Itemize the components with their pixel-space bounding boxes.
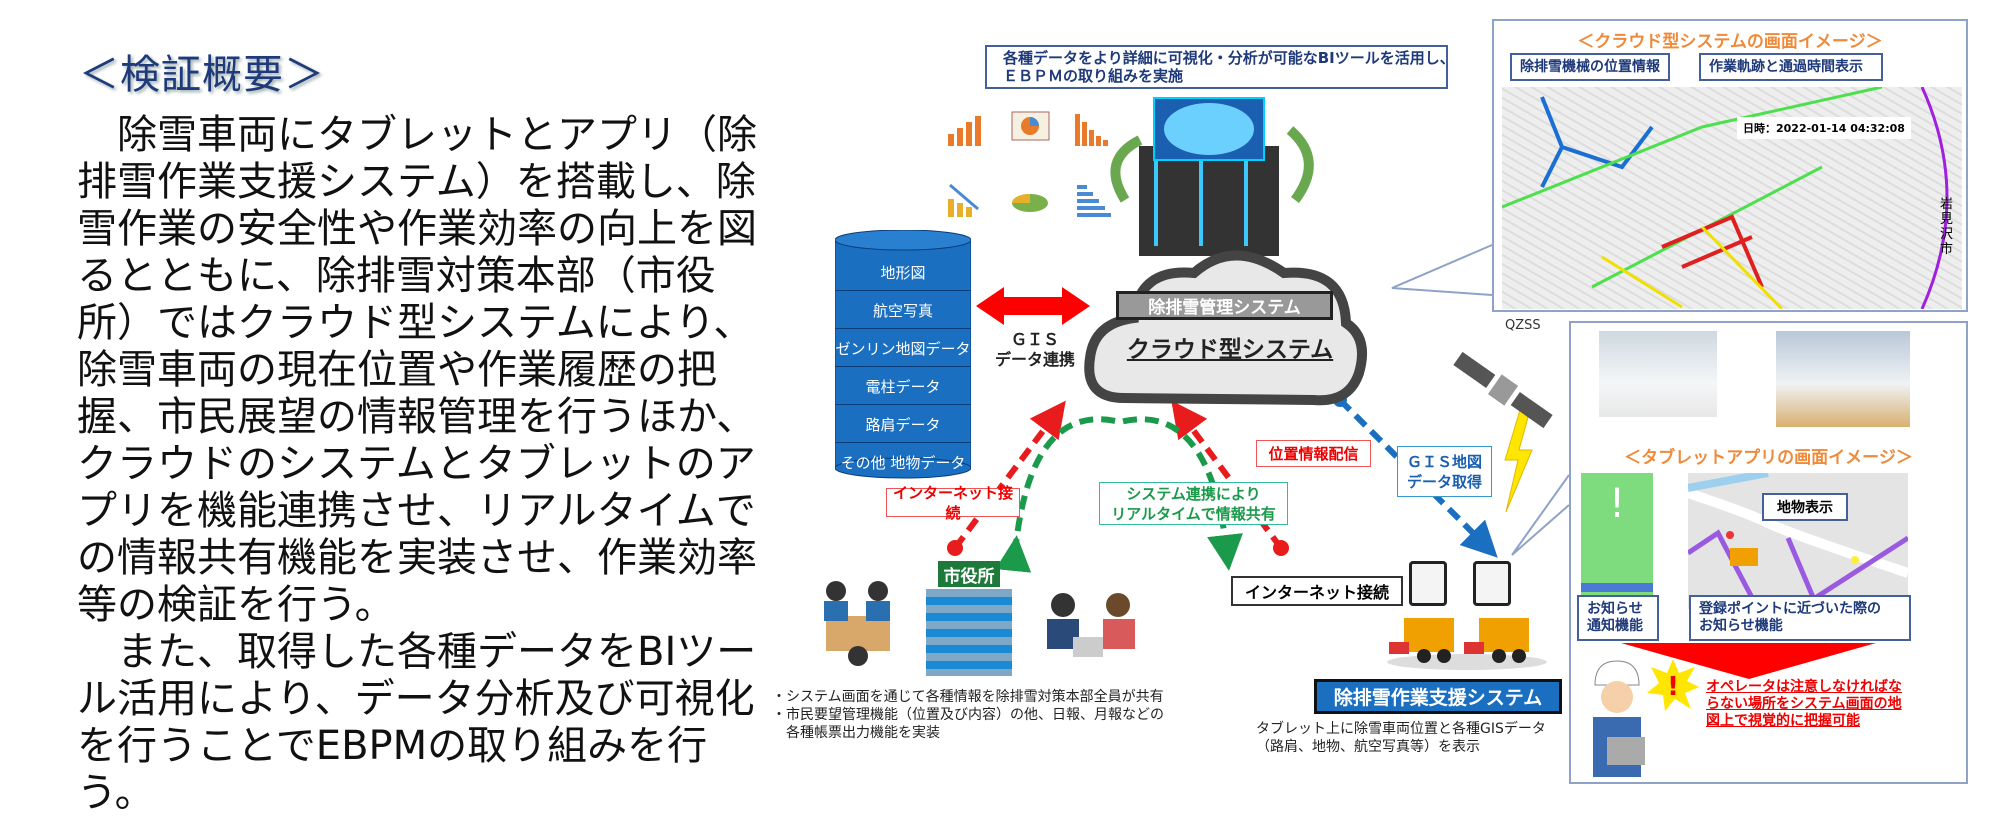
internet-connection-label-left: インターネット接続 [886, 484, 1020, 522]
cloud-icon [1084, 250, 1367, 406]
timestamp: 日時：2022-01-14 04:32:08 [1737, 117, 1911, 139]
operator-note: オペレータは注意しなければならない場所をシステム画面の地図上で視覚的に把握可能 [1706, 679, 1902, 729]
route-lines [1502, 87, 1949, 309]
road-lines [1688, 473, 1908, 609]
city-hall-notes: ・システム画面を通じて各種情報を除排雪対策本部全員が共有 ・市民要望管理機能（位… [772, 689, 1164, 741]
internet-connection-label-right: インターネット接続 [1231, 576, 1403, 606]
position-info-label: 除排雪機械の位置情報 [1510, 53, 1670, 81]
cloud-map: 日時：2022-01-14 04:32:08 岩見沢市 [1502, 87, 1962, 309]
trend-down-icon [948, 183, 979, 217]
operator-worker-icon [1593, 660, 1645, 777]
feature-display-label: 地物表示 [1762, 493, 1848, 521]
snowplow-trucks-icon [1387, 618, 1547, 670]
summary-title: ＜検証概要＞ [79, 52, 325, 98]
support-system-label: 除排雪作業支援システム [1314, 679, 1562, 714]
tablet-icon [1409, 561, 1447, 606]
tablet-screen-panel: ＜タブレットアプリの画面イメージ＞ ! 地物表示 お知らせ 通知機能 登録ポイン… [1569, 321, 1968, 784]
gis-database: 地形図 航空写真 ゼンリン地図データ 電柱データ 路肩データ その他 地物データ [835, 230, 971, 480]
3d-pie-icon [1012, 194, 1048, 212]
realtime-sharing-label: システム連携により リアルタイムで情報共有 [1099, 482, 1288, 525]
snow-management-system-bar: 除排雪管理システム [1116, 291, 1333, 320]
tablet-screen-title: ＜タブレットアプリの画面イメージ＞ [1624, 448, 1913, 468]
snowplow-photo-1 [1599, 331, 1717, 417]
pie-board-icon [1011, 111, 1050, 141]
green-arc-realtime [995, 416, 1243, 573]
db-layer: その他 地物データ [835, 442, 971, 482]
tablet-icon [1473, 561, 1511, 606]
green-cycle-arrow-right [1286, 126, 1314, 203]
db-layer: 航空写真 [835, 290, 971, 330]
tablet-map: 地物表示 [1688, 473, 1908, 609]
green-cycle-arrow-left [1110, 135, 1143, 203]
point-notice-label: 登録ポイントに近づいた際の お知らせ機能 [1689, 595, 1911, 641]
red-arrow-position [1171, 400, 1284, 550]
db-layer: 路肩データ [835, 404, 971, 444]
bar-chart-icon [948, 116, 981, 146]
db-layer: 地形図 [880, 263, 926, 282]
descending-bar-icon [1075, 114, 1108, 146]
db-layer: 電柱データ [835, 366, 971, 406]
bi-note-box: 各種データをより詳細に可視化・分析が可能なBIツールを活用し、 ＥＢＰＭの取り組… [985, 45, 1455, 89]
city-label: 岩見沢市 [1940, 197, 1954, 257]
city-hall-sign: 市役所 [938, 561, 1000, 587]
notification-phone-screen: ! [1581, 473, 1653, 613]
horizontal-bar-icon [1077, 185, 1111, 217]
snowplow-photo-2 [1776, 331, 1910, 427]
callout-tail-bottom [1511, 474, 1570, 556]
red-down-arrow [1621, 643, 1876, 679]
notice-function-label: お知らせ 通知機能 [1577, 595, 1659, 641]
summary-body: 除雪車両にタブレットとアプリ（除排雪作業支援システム）を搭載し、除雪作業の安全性… [77, 112, 757, 816]
bi-note-text: 各種データをより詳細に可視化・分析が可能なBIツールを活用し、 ＥＢＰＭの取り組… [1003, 49, 1455, 85]
exclamation-icon: ! [1608, 481, 1626, 527]
cloud-screen-panel: ＜クラウド型システムの画面イメージ＞ 日時：2022-01-14 04:32:0… [1492, 19, 1968, 312]
cloud-system-title: クラウド型システム [1126, 337, 1334, 363]
city-hall-building: 市役所 [918, 561, 1020, 676]
blue-arrow-gis [1337, 397, 1498, 558]
cloud-screen-title: ＜クラウド型システムの画面イメージ＞ [1577, 32, 1883, 52]
qzss-label: QZSS [1505, 318, 1541, 333]
gis-link-label: ＧＩＳ データ連携 [994, 330, 1075, 369]
warning-burst-icon: ! [1647, 659, 1699, 711]
track-time-label: 作業軌跡と通過時間表示 [1699, 53, 1883, 81]
red-double-arrow [976, 287, 1090, 325]
gis-map-acquisition-label: ＧＩＳ地図 データ取得 [1397, 446, 1492, 497]
staff-meeting-icon [824, 581, 890, 666]
satellite-icon [1453, 351, 1553, 429]
database-cylinder-icon [835, 230, 971, 479]
operators-icon [1047, 593, 1135, 657]
support-system-caption: タブレット上に除雪車両位置と各種GISデータ （路肩、地物、航空写真等）を表示 [1256, 721, 1546, 755]
red-arrow-internet-left [952, 400, 1066, 550]
ai-server-icon [1139, 97, 1279, 256]
callout-tail-top [1391, 244, 1493, 296]
building-icon [926, 589, 1012, 676]
position-delivery-label: 位置情報配信 [1256, 440, 1371, 467]
db-layer: ゼンリン地図データ [835, 328, 971, 368]
svg-text:!: ! [1667, 672, 1679, 702]
